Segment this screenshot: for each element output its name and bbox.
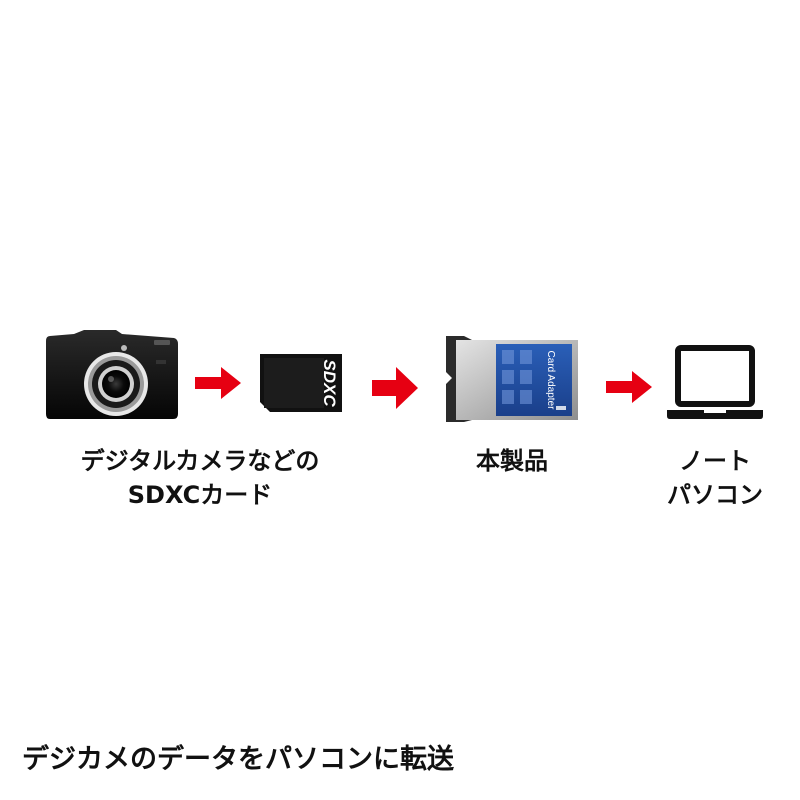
step-label-line: デジタルカメラなどの bbox=[80, 447, 320, 475]
pc-card-adapter-icon: Card Adapter bbox=[446, 336, 578, 422]
adapter-product-text: Card Adapter bbox=[545, 351, 556, 411]
step-label-line: パソコン bbox=[667, 481, 763, 509]
right-arrow-icon bbox=[195, 367, 241, 399]
step-label-notebook: ノート パソコン bbox=[652, 444, 778, 512]
step-label-line: 本製品 bbox=[476, 447, 548, 475]
step-label-line: SDXCカード bbox=[127, 481, 273, 509]
digital-camera-icon bbox=[46, 330, 178, 419]
caption: デジカメのデータをパソコンに転送 bbox=[22, 744, 454, 775]
laptop-icon bbox=[667, 345, 763, 419]
step-label-adapter: 本製品 bbox=[452, 444, 572, 478]
sdxc-card-icon: SDXC bbox=[260, 354, 342, 412]
right-arrow-icon bbox=[606, 371, 652, 403]
right-arrow-icon bbox=[372, 367, 418, 409]
step-label-line: ノート bbox=[679, 447, 751, 475]
step-label-camera: デジタルカメラなどの SDXCカード bbox=[52, 444, 348, 512]
sdxc-card-text: SDXC bbox=[320, 359, 339, 407]
